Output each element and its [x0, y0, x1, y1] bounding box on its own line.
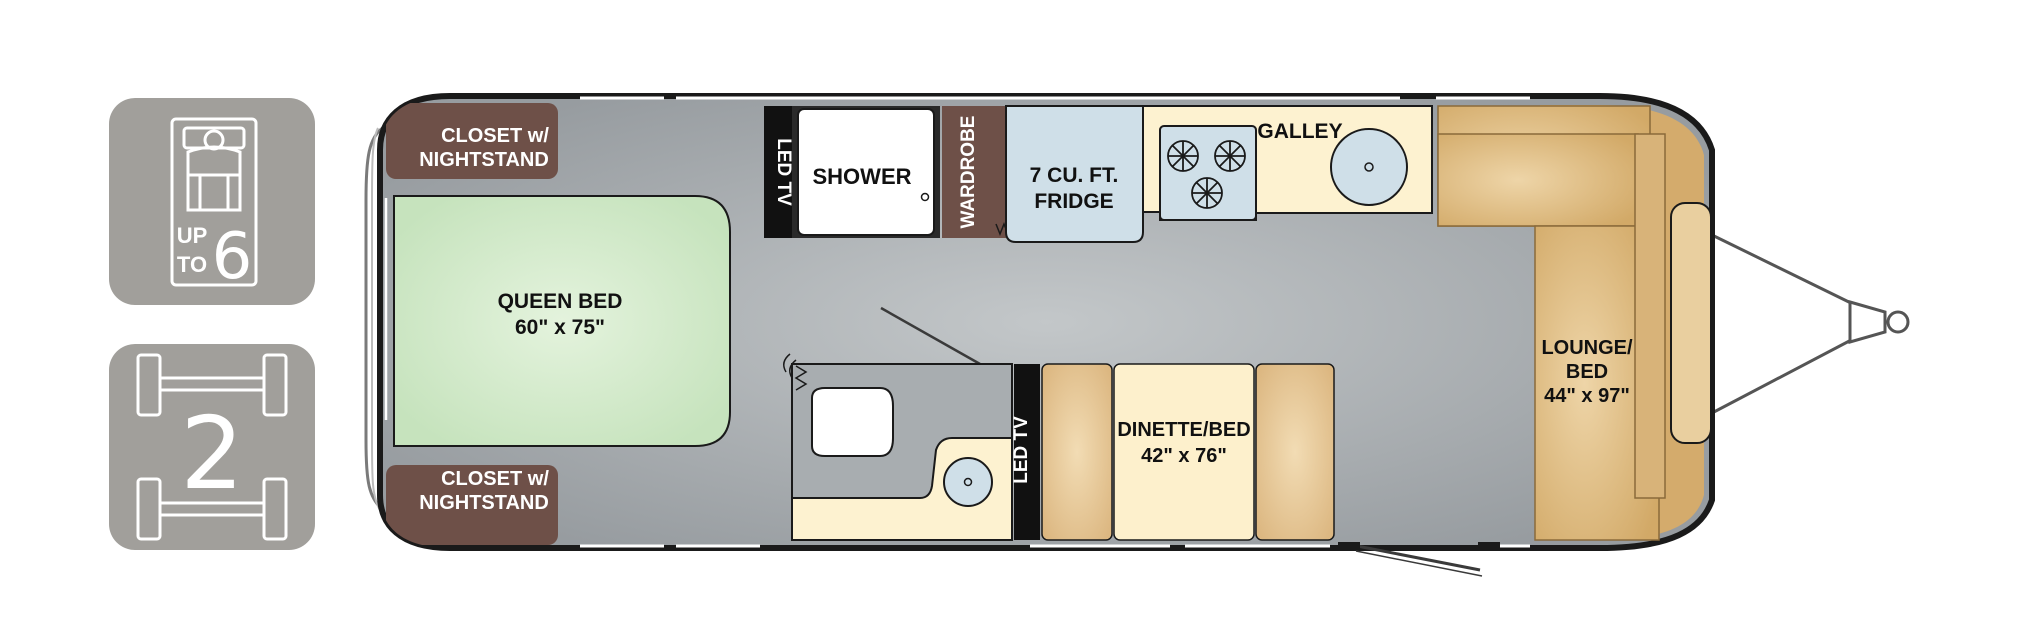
- closet-top: [386, 103, 558, 179]
- bath-vent-icon: [783, 353, 797, 379]
- lounge-bed: [1437, 105, 1712, 541]
- toilet-icon: [811, 387, 894, 457]
- fridge: [1005, 105, 1144, 243]
- fridge-label-1: 7 CU. FT.: [1030, 164, 1119, 187]
- queen-bed-size: 60" x 75": [515, 316, 605, 339]
- burner-icon: [1214, 140, 1246, 172]
- axles-badge: 2: [109, 344, 315, 550]
- bath-door: [880, 306, 981, 366]
- bath-sink: [943, 457, 993, 507]
- closet-top-label-2: NIGHTSTAND: [419, 149, 549, 171]
- entry-door: [1351, 543, 1481, 572]
- closet-bottom-label-2: NIGHTSTAND: [419, 492, 549, 514]
- lounge-table: [1670, 202, 1712, 444]
- lounge-label-2: BED: [1566, 361, 1608, 383]
- galley-label: GALLEY: [1257, 120, 1342, 143]
- sleeps-badge-bg: [109, 98, 315, 305]
- sleeps-badge: UP TO 6: [109, 98, 315, 305]
- queen-bed: [393, 195, 731, 447]
- closet-bottom-label-1: CLOSET w/: [441, 468, 549, 490]
- wardrobe-label: WARDROBE: [958, 116, 979, 229]
- galley-sink: [1330, 128, 1408, 206]
- fridge-label-2: FRIDGE: [1034, 190, 1113, 213]
- dinette-label: DINETTE/BED: [1117, 419, 1250, 441]
- dinette-seat-rear: [1041, 363, 1113, 541]
- sleeps-to-label: TO: [177, 252, 207, 277]
- axles-number: 2: [180, 395, 244, 512]
- queen-bed-label: QUEEN BED: [498, 290, 623, 313]
- person-in-bed-icon: [170, 117, 258, 287]
- sleeps-up-label: UP: [177, 223, 208, 248]
- led-tv-top: [764, 106, 792, 238]
- dinette-seat-front: [1255, 363, 1335, 541]
- burner-icon: [1191, 177, 1223, 209]
- closet-bottom: [386, 465, 558, 545]
- lounge-label-3: 44" x 97": [1544, 385, 1630, 407]
- led-tv-bottom: [1014, 364, 1040, 540]
- bath-hinge-icon: [794, 365, 808, 391]
- shower-drain-icon: [920, 192, 930, 202]
- sleeps-number: 6: [212, 220, 253, 294]
- shower-pan: [797, 108, 935, 236]
- axle-icon: [136, 353, 288, 541]
- lounge-label-1: LOUNGE/: [1541, 337, 1633, 359]
- led-tv-bottom-label: LED TV: [1011, 416, 1032, 484]
- closet-top-label-1: CLOSET w/: [441, 125, 549, 147]
- burner-icon: [1167, 140, 1199, 172]
- sink-drain-icon: [1364, 162, 1374, 172]
- wardrobe: [942, 106, 1006, 238]
- led-tv-top-label: LED TV: [773, 138, 794, 206]
- shower-label: SHOWER: [813, 164, 912, 189]
- trailer-hitch: [1711, 233, 1910, 415]
- cooktop-icon: [1159, 125, 1257, 221]
- bathroom: [783, 353, 1013, 541]
- dinette-size: 42" x 76": [1141, 445, 1227, 467]
- rear-bumper: [364, 124, 387, 514]
- sink-drain-icon: [963, 477, 973, 487]
- windows: [580, 96, 1530, 548]
- dinette-table: [1113, 363, 1255, 541]
